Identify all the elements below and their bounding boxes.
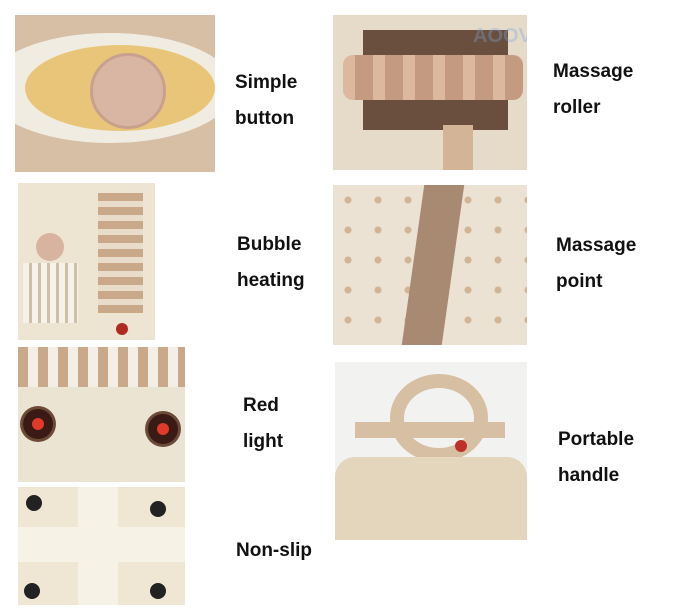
portable-handle-photo [335, 362, 527, 540]
red-light-photo [18, 347, 185, 482]
massage-point-photo [333, 185, 527, 345]
massage-roller-photo: AOOVO [333, 15, 527, 170]
non-slip-photo [18, 487, 185, 605]
control-panel-photo [15, 15, 215, 172]
feature-label-non-slip: Non-slip [236, 540, 312, 561]
bubble-heating-photo [18, 183, 155, 340]
watermark: AOOVO [473, 25, 527, 47]
